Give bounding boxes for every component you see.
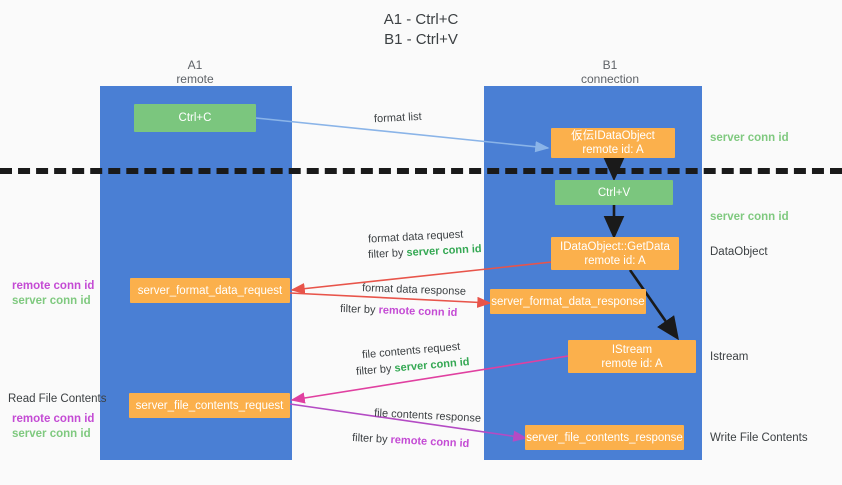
label-read-file-contents: Read File Contents (8, 393, 107, 405)
column-header-a1: A1 remote (135, 58, 255, 86)
box-getdata[interactable]: IDataObject::GetData remote id: A (551, 237, 679, 270)
label-server-conn-id-top: server conn id (710, 132, 789, 144)
column-header-b1-name: B1 (602, 58, 618, 72)
box-server-file-contents-request[interactable]: server_file_contents_request (129, 393, 290, 418)
box-ctrl-v-label: Ctrl+V (597, 186, 631, 199)
column-header-b1: B1 connection (550, 58, 670, 86)
column-header-b1-role: connection (580, 72, 640, 86)
box-server-file-contents-request-label: server_file_contents_request (135, 399, 284, 412)
label-file-contents-response: file contents response (373, 407, 482, 425)
label-file-contents-response-filter-value: remote conn id (390, 433, 470, 451)
label-write-file-contents: Write File Contents (710, 432, 808, 444)
label-format-data-response: format data response (361, 282, 467, 298)
box-ctrl-v[interactable]: Ctrl+V (555, 180, 673, 205)
box-server-file-contents-response-label: server_file_contents_response (526, 431, 683, 444)
title-line-1: A1 - Ctrl+C (383, 11, 459, 28)
label-format-data-request-filter-value: server conn id (406, 243, 482, 259)
diagram-title: A1 - Ctrl+C B1 - Ctrl+V (0, 10, 842, 50)
box-server-format-data-response[interactable]: server_format_data_response (490, 289, 646, 314)
column-header-a1-role: remote (176, 72, 214, 86)
label-server-conn-id-lower: server conn id (12, 428, 91, 440)
label-format-data-request-filter-prefix: filter by (367, 246, 407, 261)
label-format-list: format list (373, 110, 422, 126)
label-remote-conn-id-upper: remote conn id (12, 280, 95, 292)
box-idataobject-top-line2: remote id: A (582, 144, 644, 156)
box-getdata-line2: remote id: A (584, 254, 646, 267)
box-ctrl-c[interactable]: Ctrl+C (134, 104, 256, 132)
box-istream-line2: remote id: A (601, 357, 663, 370)
label-server-conn-id-upper: server conn id (12, 295, 91, 307)
box-server-file-contents-response[interactable]: server_file_contents_response (525, 425, 684, 450)
box-idataobject-top[interactable]: 仮伝IDataObject remote id: A (551, 128, 675, 158)
label-format-data-response-filter: filter by remote conn id (340, 302, 458, 321)
label-dataobject: DataObject (710, 246, 768, 258)
box-server-format-data-request-label: server_format_data_request (137, 284, 283, 297)
label-istream: Istream (710, 351, 749, 363)
dashed-divider (0, 168, 842, 174)
box-istream-line1: IStream (611, 343, 653, 356)
label-server-conn-id-mid: server conn id (710, 211, 789, 223)
box-server-format-data-request[interactable]: server_format_data_request (130, 278, 290, 303)
label-format-data-response-filter-prefix: filter by (339, 302, 379, 317)
label-file-contents-response-filter-prefix: filter by (351, 431, 391, 446)
column-header-a1-name: A1 (187, 58, 203, 72)
box-idataobject-top-line1: 仮伝IDataObject (571, 130, 655, 142)
box-server-format-data-response-label: server_format_data_response (491, 295, 645, 308)
box-istream[interactable]: IStream remote id: A (568, 340, 696, 373)
box-getdata-line1: IDataObject::GetData (560, 240, 670, 253)
label-file-contents-request-filter-prefix: filter by (355, 362, 396, 378)
label-file-contents-response-filter: filter by remote conn id (352, 431, 470, 452)
title-line-2: B1 - Ctrl+V (384, 31, 458, 48)
label-format-data-response-filter-value: remote conn id (378, 304, 458, 320)
label-remote-conn-id-lower: remote conn id (12, 413, 95, 425)
box-ctrl-c-label: Ctrl+C (178, 112, 212, 124)
